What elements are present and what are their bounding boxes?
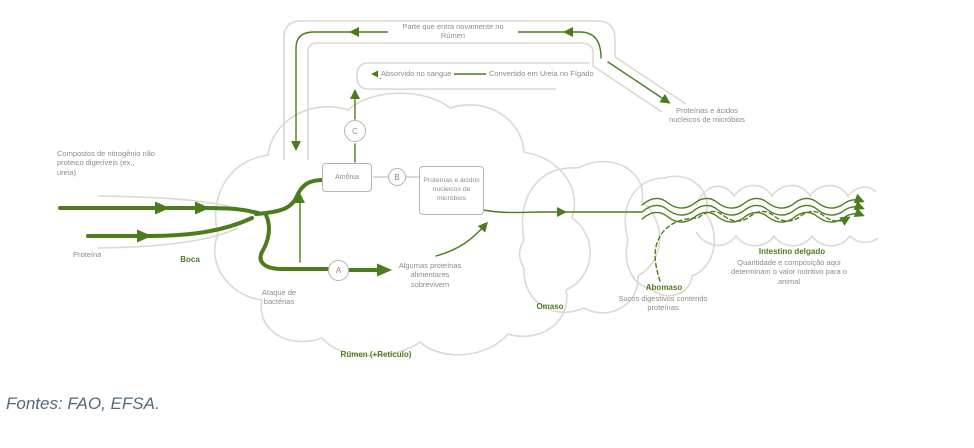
recycle-tube-inner (307, 42, 663, 160)
small-intestine-label: Intestino delgado (758, 247, 826, 256)
microbes-box-label: Proteínas e ácidos nucleicos de micróbio… (423, 177, 480, 202)
digestive-juices-label: Sucos digestivos contendo proteínas (618, 294, 708, 313)
flow-branch-down (258, 213, 331, 271)
rumen-outline (213, 92, 591, 357)
flow-digestive-juices (654, 210, 851, 282)
flow-wave-2 (641, 200, 865, 216)
surviving-proteins-label: Algumas proteínas alimentares sobrevivem (398, 261, 462, 289)
flow-recycle-1 (563, 27, 602, 59)
microbes-box: Proteínas e ácidos nucleicos de micróbio… (419, 166, 484, 215)
omasum-label: Omaso (536, 302, 564, 311)
converted-label: Convertido em Ureia no Fígado (486, 69, 597, 79)
flow-recycle-3 (295, 31, 353, 49)
rumen-label: Rúmen (+Retículo) (340, 350, 412, 359)
flow-to-microbes-label (607, 61, 671, 104)
abomasum-label: Abomaso (645, 283, 683, 292)
omasum-outline (518, 160, 661, 314)
node-b-label: B (394, 172, 400, 182)
flow-to-ammonia (254, 178, 325, 216)
node-c: C (344, 120, 366, 142)
intestine-outline-top (695, 184, 877, 207)
compounds-label: Compostos de nitrogênio não proteico dig… (57, 149, 155, 177)
mouth-label: Boca (180, 255, 200, 264)
esophagus-top (97, 195, 255, 215)
blood-tube (356, 62, 590, 90)
flow-survive-up (435, 221, 488, 257)
flow-npn3 (202, 206, 260, 215)
sources-text: Fontes: FAO, EFSA. (6, 394, 160, 413)
node-c-label: C (352, 126, 358, 136)
organ-outlines (97, 20, 879, 357)
intestine-note-label: Quantidade e composição aqui determinam … (731, 258, 847, 286)
microbes-top-label: Proteínas e ácidos nucleicos de micróbio… (669, 106, 745, 125)
recycle-label: Parte que entra novamente no Rúmen (388, 22, 518, 41)
recycle-tube-outer (283, 20, 687, 160)
abomasum-outline (624, 175, 716, 297)
bacteria-attack-label: Ataque de bactérias (261, 288, 297, 307)
flow-protein2 (144, 216, 254, 238)
ammonia-box: Amônia (322, 163, 372, 192)
node-a-label: A (335, 266, 342, 275)
esophagus-bottom (97, 227, 239, 249)
node-a: A (328, 260, 349, 281)
absorbed-label: Absorvido no sangue (378, 69, 455, 79)
flow-box-right (482, 209, 545, 214)
flow-lines (58, 27, 865, 282)
intestine-outline-bottom (695, 231, 879, 247)
flow-wave-1 (641, 193, 865, 209)
ammonia-box-label: Amônia (335, 173, 359, 181)
node-b: B (388, 168, 406, 186)
protein-label: Proteína (73, 250, 102, 259)
